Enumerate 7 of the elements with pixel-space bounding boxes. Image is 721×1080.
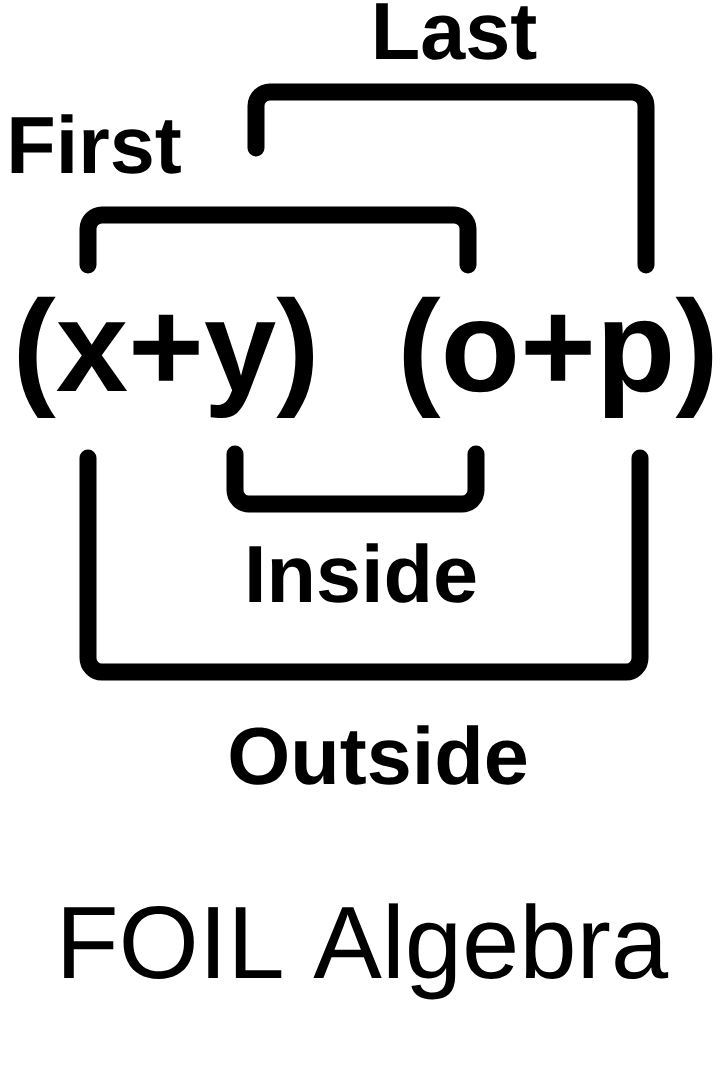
bracket-label: Outside: [230, 725, 527, 785]
expression-text: (x+y): [18, 296, 314, 418]
bracket-label: Last: [376, 3, 537, 60]
title-text: FOIL Algebra: [64, 903, 669, 1000]
bracket-label: Inside: [249, 543, 476, 603]
expression-text: (o+p): [403, 296, 713, 418]
bracket-label: First: [11, 114, 181, 174]
